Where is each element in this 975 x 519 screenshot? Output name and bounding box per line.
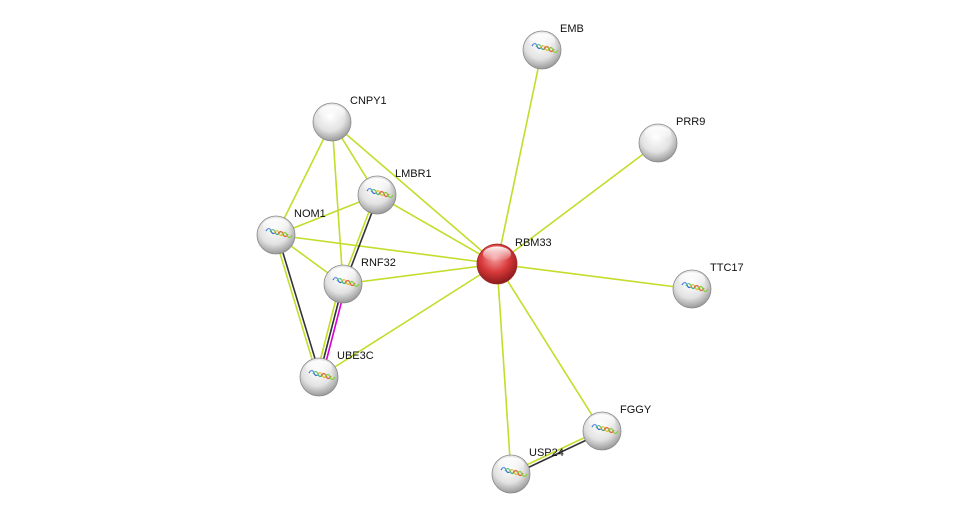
node-fggy[interactable]: FGGY <box>582 404 652 451</box>
node-ttc17[interactable]: TTC17 <box>672 262 744 309</box>
evidence-line-textmining <box>275 121 333 236</box>
edge-rbm33-prr9[interactable] <box>496 142 659 265</box>
node-highlight <box>318 105 346 120</box>
node-label: USP24 <box>529 447 564 459</box>
node-highlight <box>644 126 672 141</box>
edge-rbm33-emb[interactable] <box>496 49 543 265</box>
node-label: CNPY1 <box>350 95 387 107</box>
evidence-line-textmining <box>318 263 498 378</box>
node-label: UBE3C <box>337 350 374 362</box>
evidence-line-textmining <box>496 49 543 265</box>
edge-nom1-ube3c[interactable] <box>273 234 322 378</box>
evidence-line-textmining <box>275 234 498 265</box>
node-highlight <box>497 457 525 472</box>
node-highlight <box>363 178 391 193</box>
node-label: RNF32 <box>361 257 396 269</box>
node-highlight <box>678 272 706 287</box>
evidence-line-textmining <box>273 235 319 378</box>
edge-rbm33-usp24[interactable] <box>496 263 512 475</box>
node-rbm33[interactable]: RBM33 <box>476 237 552 285</box>
node-prr9[interactable]: PRR9 <box>638 116 705 163</box>
node-label: NOM1 <box>294 208 326 220</box>
evidence-line-textmining <box>496 263 603 432</box>
node-highlight <box>528 33 556 48</box>
edge-cnpy1-rnf32[interactable] <box>331 121 344 285</box>
node-ube3c[interactable]: UBE3C <box>299 350 374 397</box>
node-highlight <box>329 267 357 282</box>
evidence-line-textmining <box>496 263 512 475</box>
edge-cnpy1-nom1[interactable] <box>275 121 333 236</box>
evidence-line-textmining <box>342 263 498 285</box>
evidence-line-textmining <box>376 194 498 265</box>
node-label: FGGY <box>620 404 652 416</box>
edge-rbm33-ttc17[interactable] <box>496 263 693 290</box>
evidence-line-textmining <box>331 121 498 265</box>
evidence-line-coexpression <box>276 234 322 377</box>
node-label: LMBR1 <box>395 168 432 180</box>
node-cnpy1[interactable]: CNPY1 <box>312 95 387 142</box>
edge-rbm33-fggy[interactable] <box>496 263 603 432</box>
node-emb[interactable]: EMB <box>522 23 584 70</box>
evidence-line-textmining <box>496 263 693 290</box>
node-label: RBM33 <box>515 237 552 249</box>
node-highlight <box>305 360 333 375</box>
node-lmbr1[interactable]: LMBR1 <box>357 168 432 215</box>
node-highlight <box>262 218 290 233</box>
evidence-line-textmining <box>496 142 659 265</box>
node-label: TTC17 <box>710 262 744 274</box>
edge-rbm33-rnf32[interactable] <box>342 263 498 285</box>
edge-rbm33-nom1[interactable] <box>275 234 498 265</box>
node-nom1[interactable]: NOM1 <box>256 208 326 255</box>
node-highlight <box>588 414 616 429</box>
evidence-line-textmining <box>331 121 344 285</box>
edge-rbm33-ube3c[interactable] <box>318 263 498 378</box>
edge-rbm33-lmbr1[interactable] <box>376 194 498 265</box>
node-label: EMB <box>560 23 584 35</box>
node-label: PRR9 <box>676 116 705 128</box>
edge-rbm33-cnpy1[interactable] <box>331 121 498 265</box>
node-rnf32[interactable]: RNF32 <box>323 257 396 304</box>
node-highlight <box>483 246 511 262</box>
node-usp24[interactable]: USP24 <box>491 447 564 494</box>
